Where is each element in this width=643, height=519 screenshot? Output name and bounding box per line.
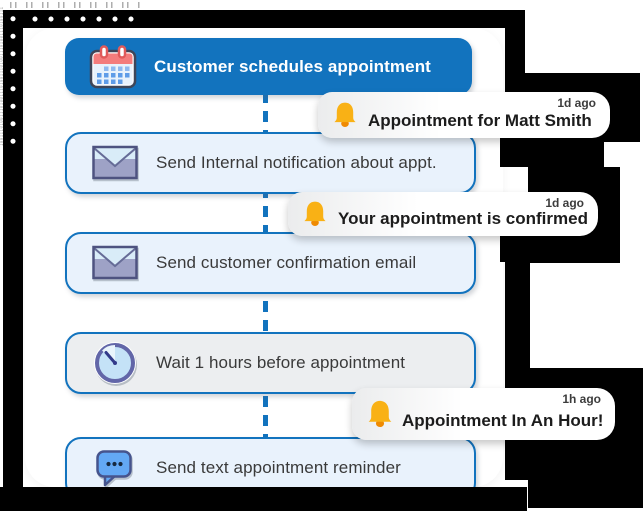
frame-top-bar [3, 10, 524, 28]
toast-title: Your appointment is confirmed [338, 209, 588, 228]
step-wait[interactable]: Wait 1 hours before appointment [65, 332, 476, 394]
binary-noise-text: 1001110100111010011101001110100111010011… [0, 6, 4, 146]
frame-right-block [505, 262, 530, 370]
notification-toast[interactable]: 1d ago Your appointment is confirmed [288, 192, 598, 236]
step-label: Send customer confirmation email [156, 253, 417, 272]
step-label: Send text appointment reminder [156, 458, 401, 477]
bell-icon [332, 101, 358, 134]
tick-marks-top [10, 2, 140, 8]
frame-right-block [500, 137, 604, 167]
step-internal-notification[interactable]: Send Internal notification about appt. [65, 132, 476, 194]
envelope-icon [89, 245, 141, 281]
frame-right-block [500, 233, 605, 262]
toast-time: 1h ago [562, 392, 601, 406]
perforation-dots-top [11, 10, 139, 28]
notification-toast[interactable]: 1d ago Appointment for Matt Smith [318, 92, 610, 138]
notification-toast[interactable]: 1h ago Appointment In An Hour! [352, 388, 615, 440]
frame-left-bar [3, 10, 23, 490]
step-label: Send Internal notification about appt. [156, 153, 437, 172]
step-customer-schedules[interactable]: Customer schedules appointment [65, 38, 472, 95]
frame-bottom-bar [0, 487, 527, 511]
toast-title: Appointment In An Hour! [402, 411, 604, 430]
toast-time: 1d ago [557, 96, 596, 110]
step-label: Customer schedules appointment [154, 56, 431, 76]
step-label: Wait 1 hours before appointment [156, 353, 406, 372]
bell-icon [302, 200, 328, 233]
step-confirmation-email[interactable]: Send customer confirmation email [65, 232, 476, 294]
toast-time: 1d ago [545, 196, 584, 210]
envelope-icon [89, 145, 141, 181]
bell-icon [366, 399, 394, 434]
toast-title: Appointment for Matt Smith [368, 111, 592, 130]
chat-bubble-icon [89, 448, 141, 488]
clock-icon [89, 341, 141, 385]
perforation-dots-left [3, 10, 23, 152]
calendar-icon [87, 44, 139, 90]
